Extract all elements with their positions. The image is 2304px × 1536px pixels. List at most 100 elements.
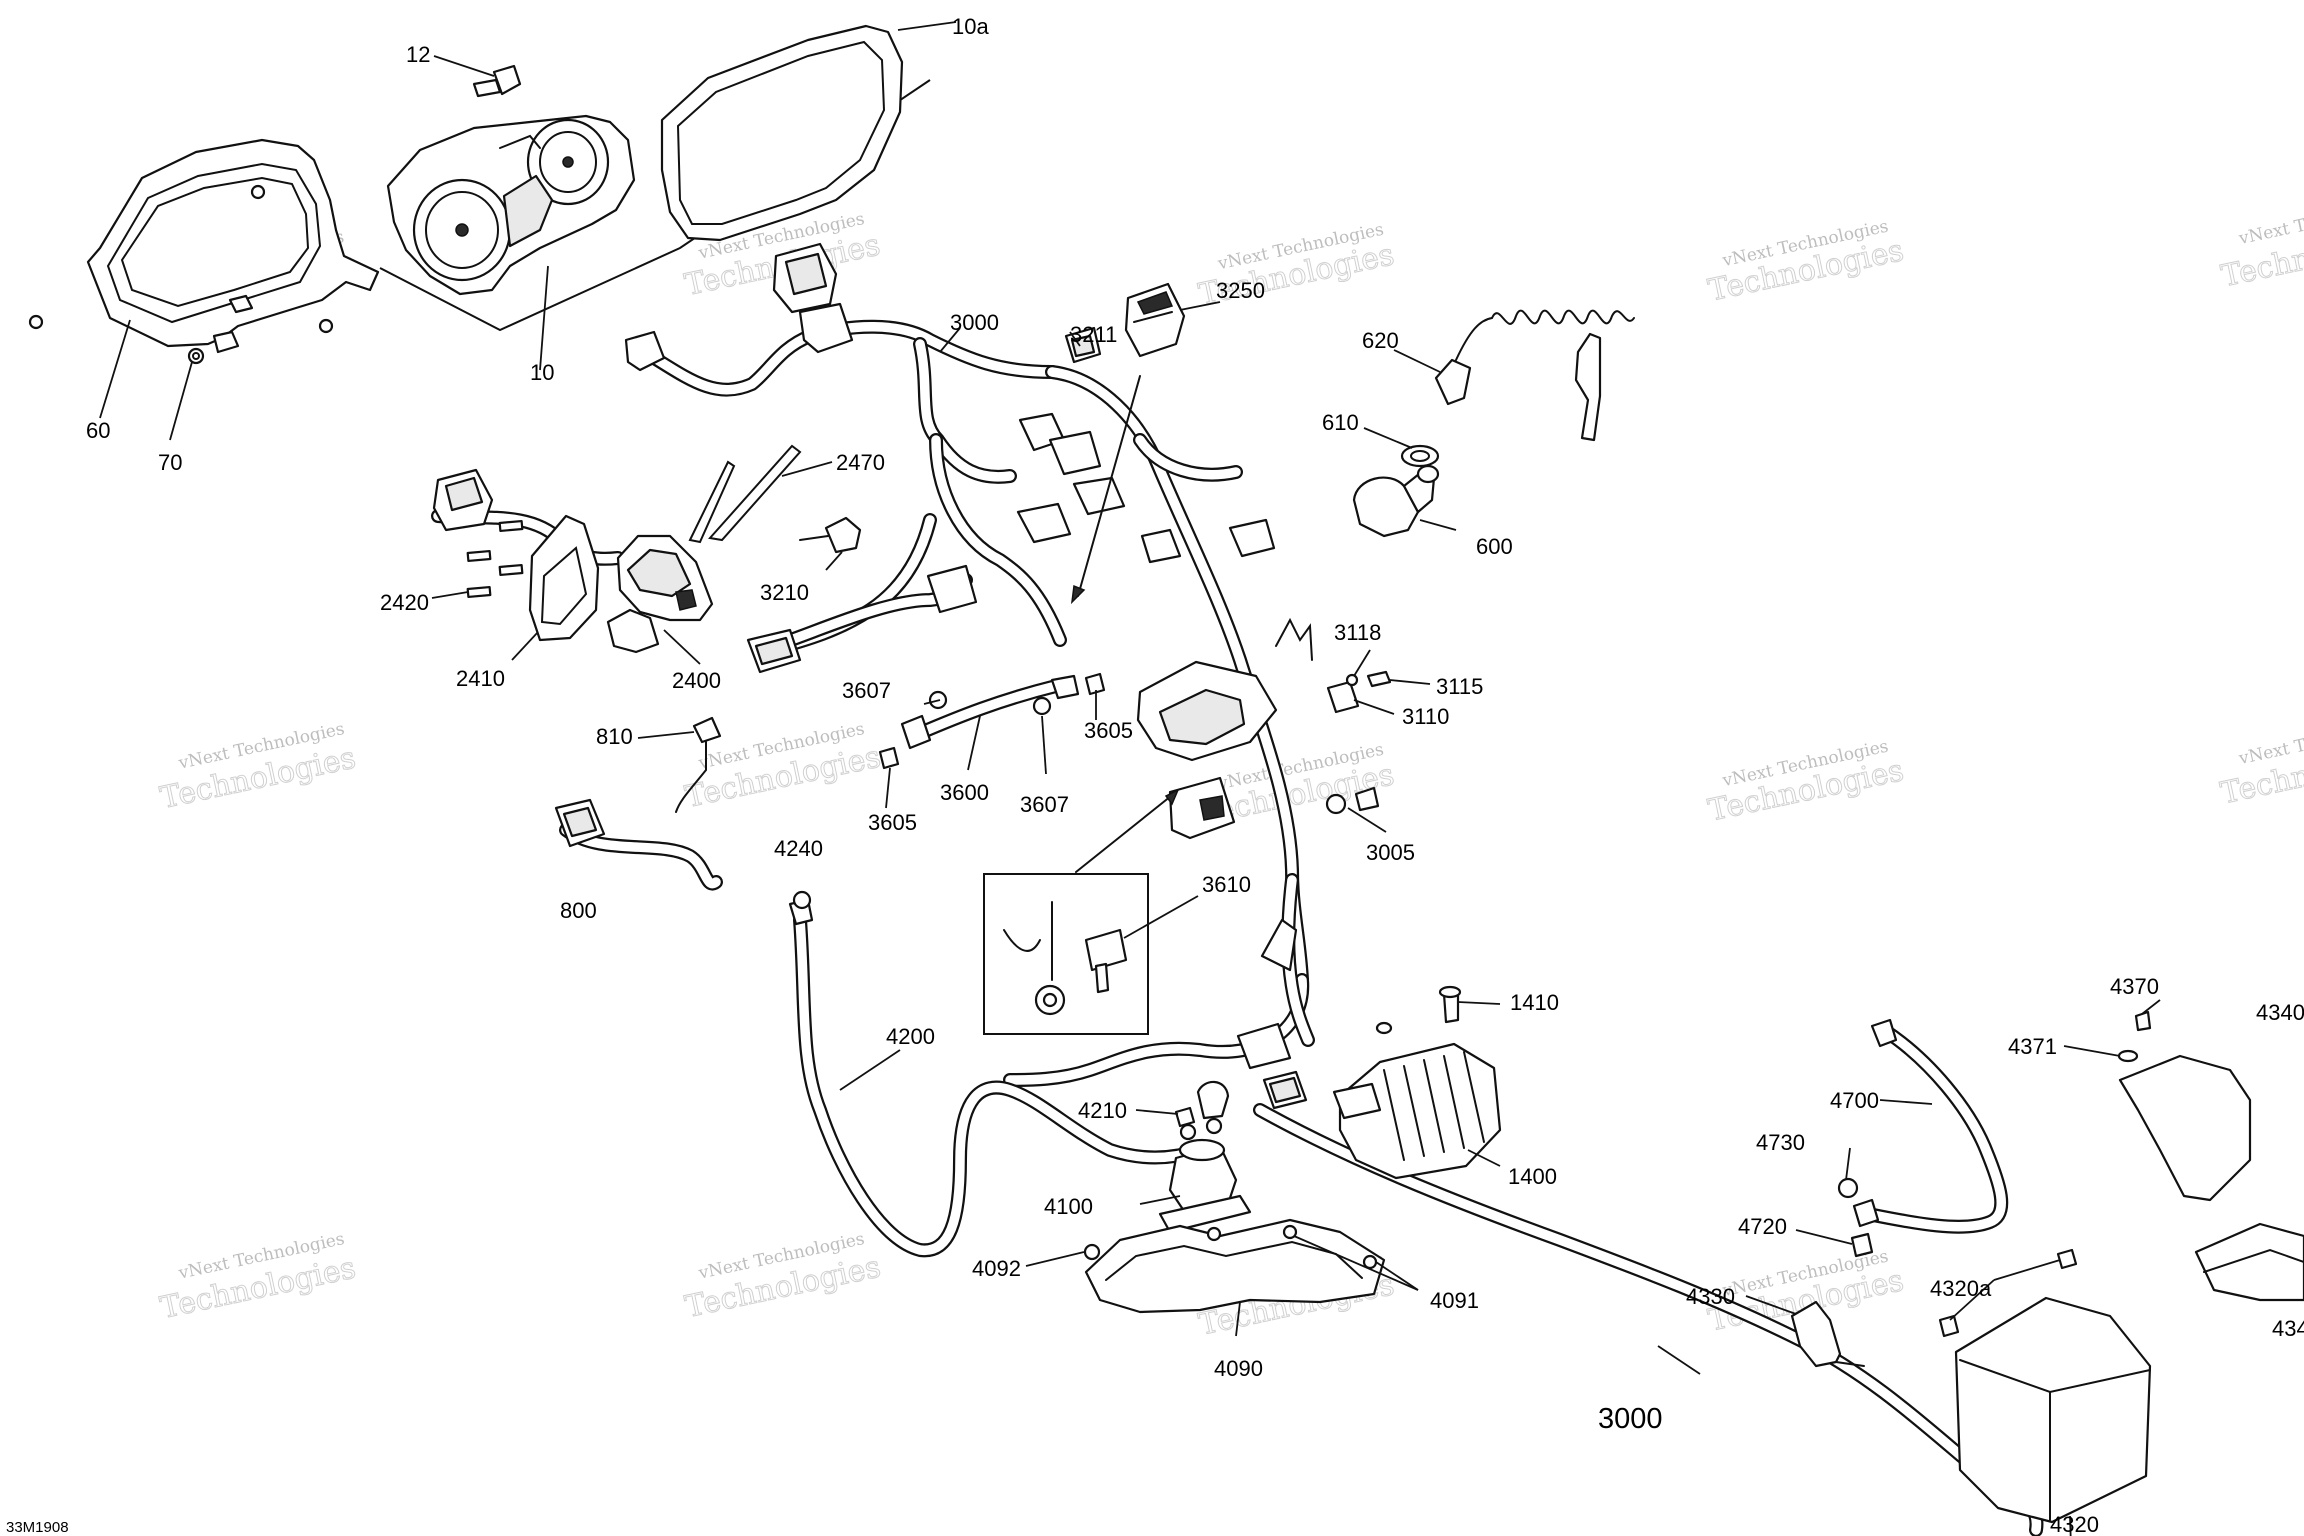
switch-block-2400	[606, 534, 714, 654]
detail-inset-3610	[983, 788, 1180, 1035]
sensor-810	[675, 716, 722, 813]
voltage-regulator-1400	[1332, 1042, 1502, 1180]
cable-2470	[688, 444, 802, 544]
watermark-text: vNext Technologies	[2236, 194, 2304, 249]
screw-3115	[1345, 670, 1392, 688]
callout-3000: 3000	[950, 310, 999, 335]
cluster-support-bracket	[86, 138, 380, 354]
screw-4370	[2134, 1010, 2152, 1032]
callout-2420: 2420	[380, 590, 429, 615]
starter-solenoid-4100	[1158, 1080, 1252, 1234]
callout-4090: 4090	[1214, 1356, 1263, 1381]
callout-2410: 2410	[456, 666, 505, 691]
nut-4240	[792, 890, 812, 910]
callout-4730: 4730	[1756, 1130, 1805, 1155]
bracket-4090	[1084, 1218, 1386, 1314]
cable-4700	[1852, 1018, 2009, 1234]
instrument-cluster	[379, 79, 931, 332]
screw-1410	[1375, 985, 1462, 1035]
callout-60: 60	[86, 418, 110, 443]
callout-labels: 12 10a 10 60 70 3000 3211 3250 620 610 6…	[6, 14, 2304, 1536]
callout-3118: 3118	[1334, 620, 1381, 645]
callout-3607: 3607	[1020, 792, 1069, 817]
screw-70	[187, 347, 205, 365]
harness-800	[554, 798, 723, 891]
watermark: vNext Technologies Technologies	[682, 1229, 884, 1326]
key-switch-600	[1352, 464, 1440, 538]
callout-4340: 4340	[2256, 1000, 2304, 1025]
callout-4200: 4200	[886, 1024, 935, 1049]
callout-4240: 4240	[774, 836, 823, 861]
diagram-code: 33M1908	[6, 1519, 69, 1536]
callout-4371: 4371	[2008, 1034, 2057, 1059]
callout-4100: 4100	[1044, 1194, 1093, 1219]
callout-70: 70	[158, 450, 182, 475]
callout-4700: 4700	[1830, 1088, 1879, 1113]
ring-nut-610	[1400, 444, 1440, 468]
screw-4092	[1083, 1243, 1101, 1261]
callout-800: 800	[560, 898, 597, 923]
watermark: vNext Technologies Technologies	[157, 719, 359, 817]
harness-connector	[1236, 918, 1308, 1110]
callout-3605: 3605	[1084, 718, 1133, 743]
callout-2470: 2470	[836, 450, 885, 475]
callout-810: 810	[596, 724, 633, 749]
callout-2400: 2400	[672, 668, 721, 693]
bolt-3605	[878, 672, 1106, 770]
cover-4330	[1790, 1300, 1865, 1368]
tether-cord-620	[1434, 309, 1635, 442]
callout-4320a: 4320a	[1930, 1276, 1992, 1301]
watermark: vNext Technologies Technologies	[157, 1229, 359, 1327]
battery-4320	[1954, 1296, 2152, 1524]
callout-4330: 4330	[1686, 1284, 1735, 1309]
callout-4370: 4370	[2110, 974, 2159, 999]
callout-620: 620	[1362, 328, 1399, 353]
callout-600: 600	[1476, 534, 1513, 559]
callout-3110: 3110	[1402, 704, 1449, 729]
switch-housing-2410	[528, 514, 600, 642]
callout-3115: 3115	[1436, 674, 1483, 699]
harness-connector	[1016, 412, 1276, 564]
callout-12: 12	[406, 42, 430, 67]
screw-small	[28, 184, 334, 334]
callout-610: 610	[1322, 410, 1359, 435]
callout-4092: 4092	[972, 1256, 1021, 1281]
relay-3110	[1275, 617, 1360, 714]
harness-connector	[624, 242, 854, 372]
callout-3211: 3211	[1070, 322, 1117, 347]
leader-lines	[99, 21, 2161, 1536]
callout-3210: 3210	[760, 580, 809, 605]
callout-1400: 1400	[1508, 1164, 1557, 1189]
watermark: vNext Technologies Technologies	[1705, 217, 1907, 310]
callout-3000-lower: 3000	[1598, 1403, 1663, 1435]
bolt-4720	[1850, 1232, 1874, 1258]
callout-3607: 3607	[842, 678, 891, 703]
washer-4371	[2117, 1049, 2139, 1063]
watermark: vNext Technologies Technologies	[1705, 737, 1907, 830]
battery-cable-4200	[788, 898, 1207, 1258]
pointer-arrow	[1070, 584, 1086, 605]
screw-4210	[1174, 1106, 1196, 1128]
callout-4720: 4720	[1738, 1214, 1787, 1239]
callout-3605: 3605	[868, 810, 917, 835]
ground-cable-3600	[900, 674, 1080, 750]
callout-3250: 3250	[1216, 278, 1265, 303]
callout-4210: 4210	[1078, 1098, 1127, 1123]
bracket-4340	[2118, 1054, 2304, 1302]
harness-branch	[746, 564, 978, 674]
cluster-lens-10a	[660, 24, 904, 242]
callout-3005: 3005	[1366, 840, 1415, 865]
screw-4320a	[1938, 1248, 2078, 1338]
callout-10: 10	[530, 360, 554, 385]
callout-10a: 10a	[952, 14, 989, 39]
fuse-box	[1136, 660, 1278, 840]
sensor-3210	[799, 516, 862, 554]
nut-3005	[1325, 786, 1380, 815]
callout-3610: 3610	[1202, 872, 1251, 897]
connector-12	[472, 64, 522, 98]
screw-2420	[466, 519, 524, 599]
pointer-arrow	[1077, 375, 1141, 597]
watermark: vNext Technologies Technologies	[2217, 714, 2304, 812]
callout-1410: 1410	[1510, 990, 1559, 1015]
